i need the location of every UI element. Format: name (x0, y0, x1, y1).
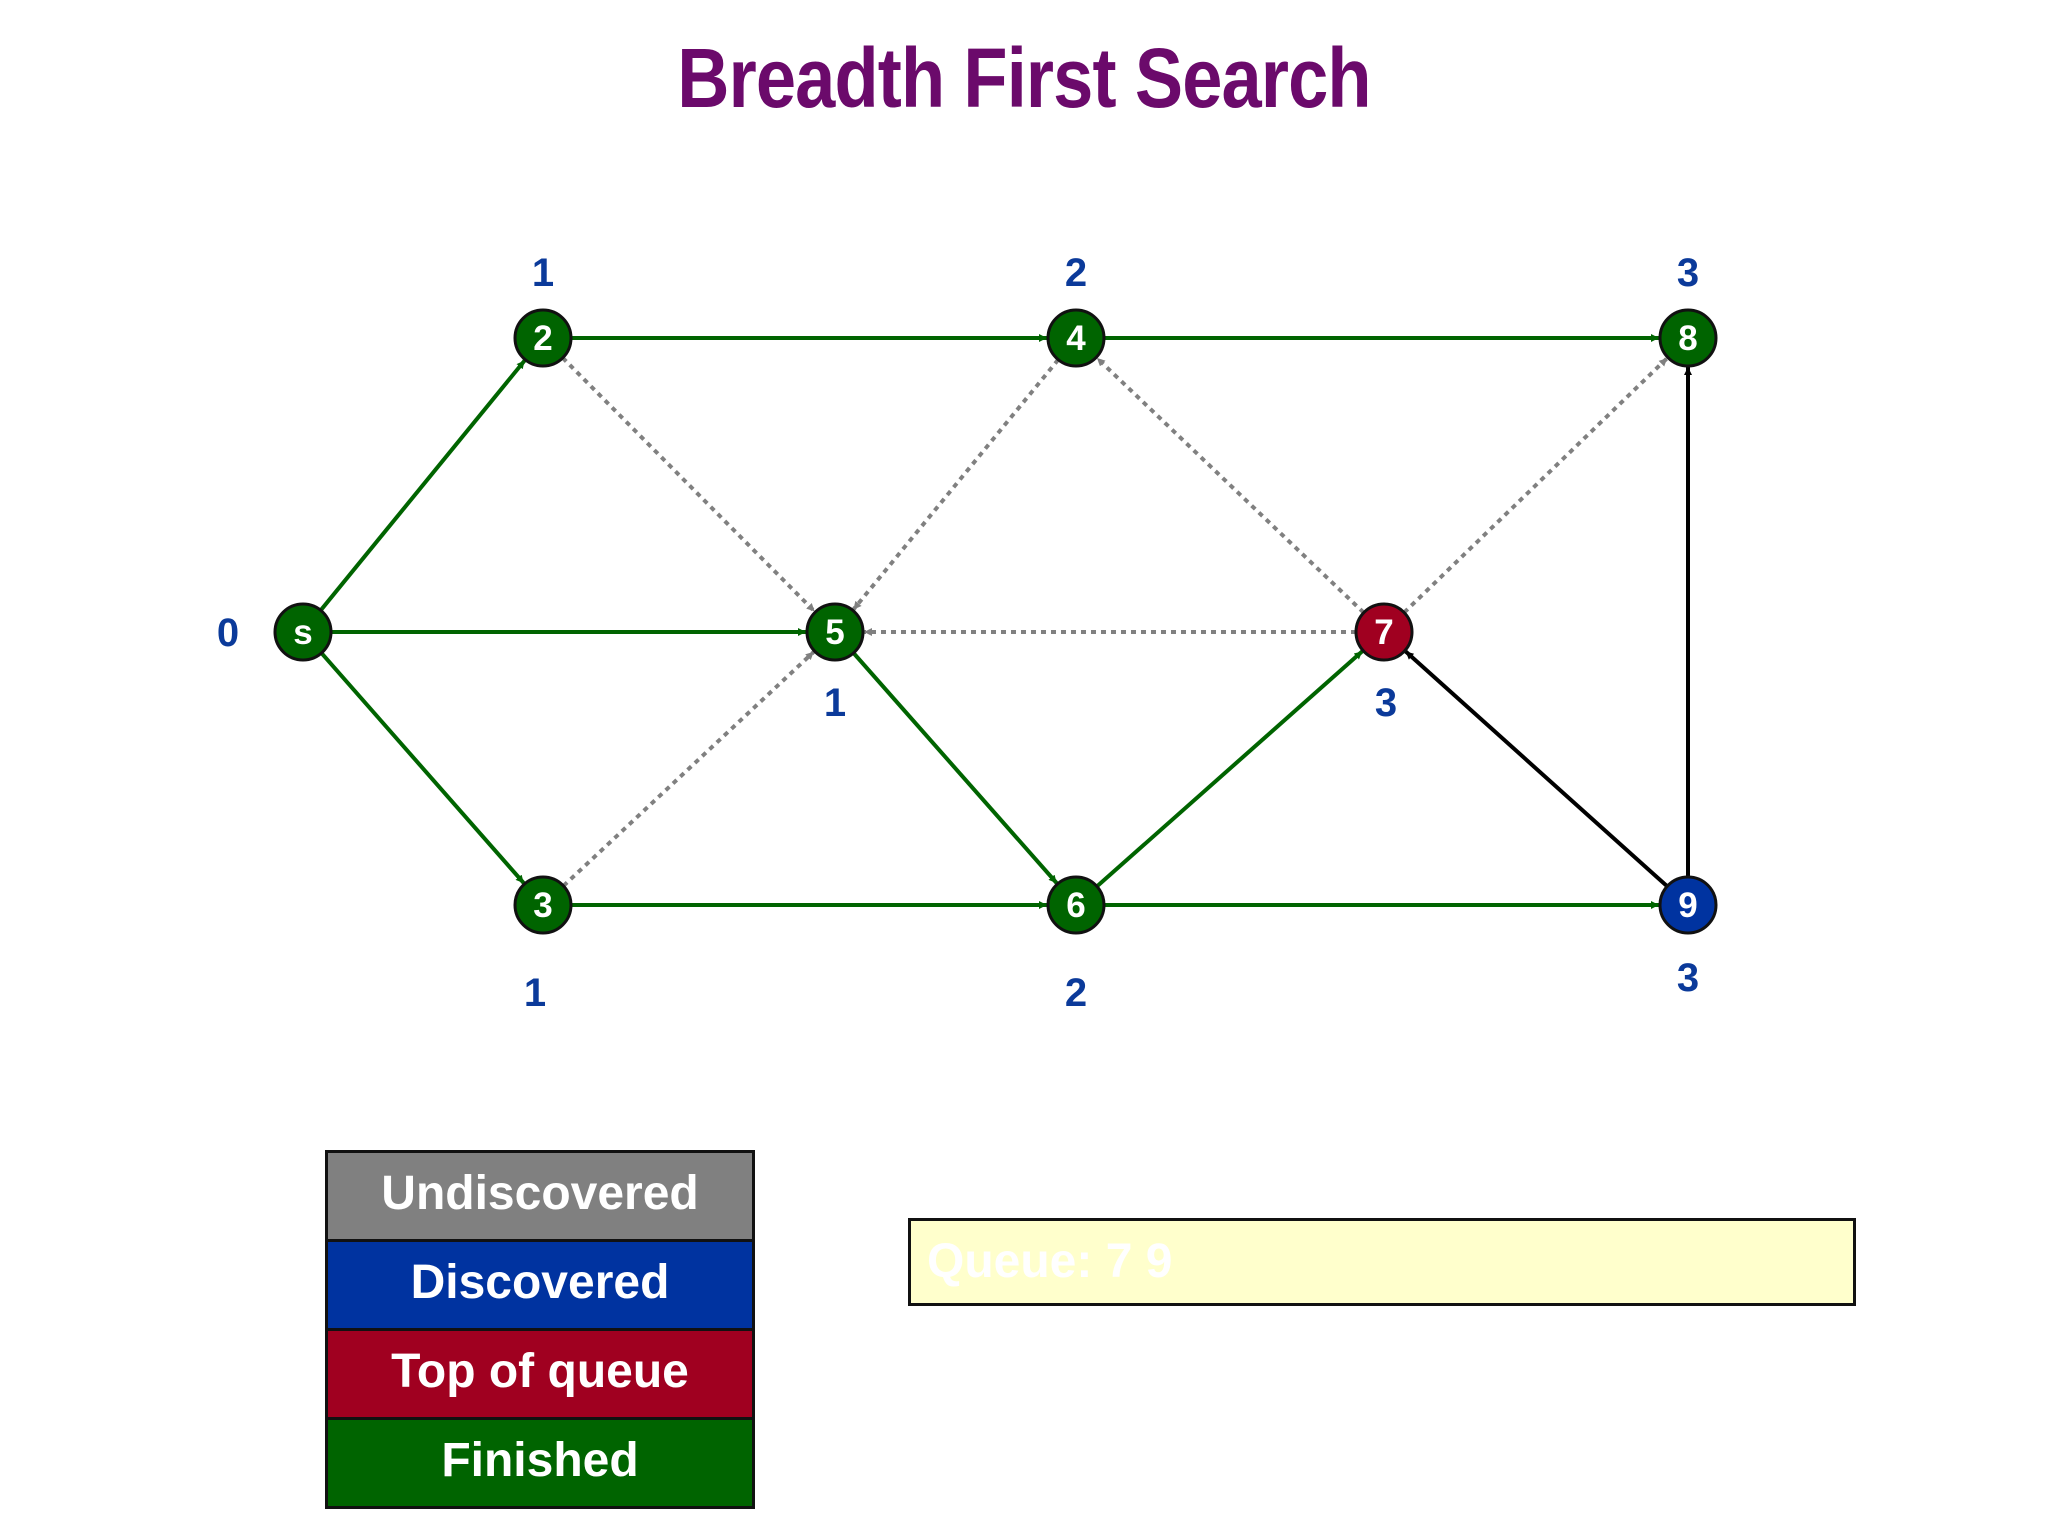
node-8-label: 8 (1678, 319, 1697, 358)
distance-label-5: 1 (824, 681, 846, 725)
edge-3-to-5 (562, 650, 816, 888)
node-7-circle (1354, 602, 1414, 662)
node-9: 9 (1658, 875, 1718, 935)
distance-label-9: 3 (1677, 956, 1699, 1000)
node-2-label: 2 (533, 319, 552, 358)
edge-4-to-5 (851, 358, 1060, 611)
node-7: 7 (1354, 602, 1414, 662)
edge-7-to-4 (1095, 356, 1366, 615)
edge-5-to-6 (852, 651, 1059, 885)
node-2: 2 (513, 308, 573, 368)
node-4-circle (1046, 308, 1106, 368)
distance-label-8: 3 (1677, 251, 1699, 295)
edge-6-to-7 (1095, 649, 1364, 888)
edge-7-to-8 (1402, 356, 1669, 614)
distance-label-3: 1 (524, 971, 546, 1015)
node-6: 6 (1046, 875, 1106, 935)
node-2-circle (513, 308, 573, 368)
node-6-circle (1046, 875, 1106, 935)
node-6-label: 6 (1066, 886, 1085, 925)
distance-label-6: 2 (1065, 971, 1087, 1015)
edge-s-to-2 (319, 359, 527, 612)
node-9-label: 9 (1678, 886, 1697, 925)
distance-label-s: 0 (217, 611, 239, 655)
node-9-circle (1658, 875, 1718, 935)
legend-undiscovered: Undiscovered (328, 1153, 752, 1242)
node-3: 3 (513, 875, 573, 935)
legend-top-of-queue: Top of queue (328, 1331, 752, 1420)
legend-discovered: Discovered (328, 1242, 752, 1331)
node-3-circle (513, 875, 573, 935)
distance-label-7: 3 (1375, 681, 1397, 725)
edge-2-to-5 (561, 356, 816, 613)
node-5-label: 5 (825, 613, 844, 652)
node-7-label: 7 (1374, 613, 1393, 652)
node-s: s (273, 602, 333, 662)
node-s-circle (273, 602, 333, 662)
node-8-circle (1658, 308, 1718, 368)
distance-label-4: 2 (1065, 251, 1087, 295)
edge-s-to-3 (319, 651, 526, 885)
node-4-label: 4 (1066, 319, 1086, 358)
distance-label-2: 1 (532, 251, 554, 295)
edges-layer (319, 334, 1692, 909)
node-3-label: 3 (533, 886, 552, 925)
distance-labels-layer: 0 1 1 2 1 2 3 3 3 (217, 251, 1699, 1015)
queue-box: Queue: 7 9 (908, 1218, 1856, 1306)
legend-finished: Finished (328, 1420, 752, 1506)
node-s-label: s (293, 613, 312, 652)
state-legend: Undiscovered Discovered Top of queue Fin… (325, 1150, 755, 1509)
page-title: Breadth First Search (677, 31, 1371, 125)
node-4: 4 (1046, 308, 1106, 368)
nodes-layer: s 2 3 4 5 6 7 8 9 (273, 308, 1718, 935)
node-5-circle (805, 602, 865, 662)
node-5: 5 (805, 602, 865, 662)
node-8: 8 (1658, 308, 1718, 368)
edge-9-to-7 (1404, 649, 1669, 888)
